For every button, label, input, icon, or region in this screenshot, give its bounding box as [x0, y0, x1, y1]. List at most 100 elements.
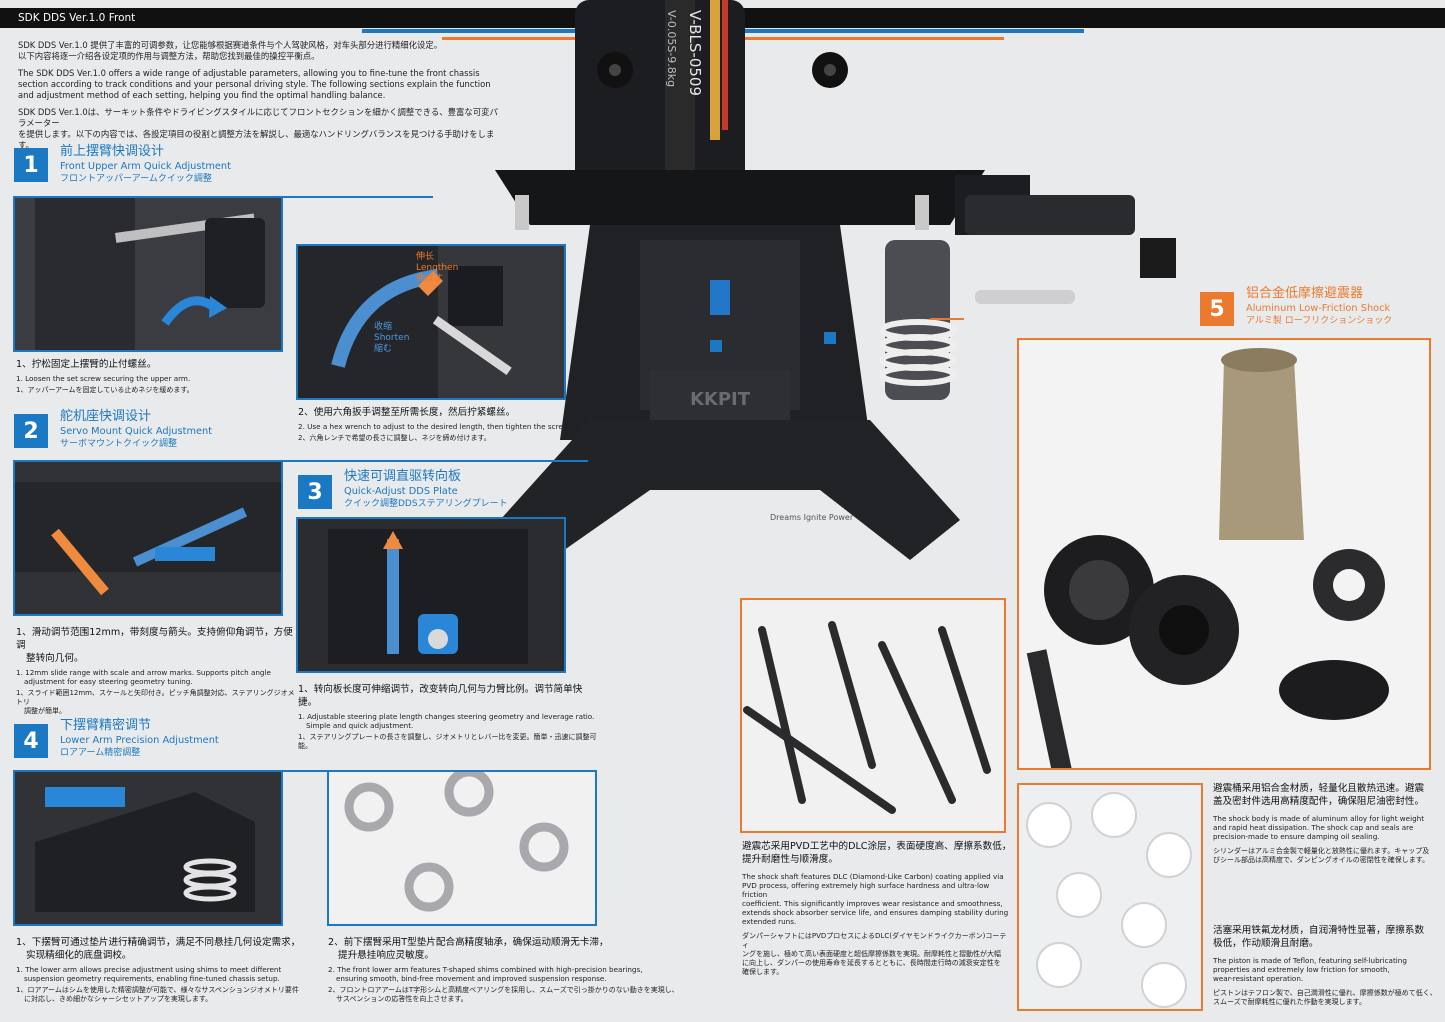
section-3-title-jp: クイック調整DDSステアリングプレート	[344, 499, 508, 509]
section-4-title-zh: 下摆臂精密调节	[60, 718, 152, 733]
intro-en-line2: section according to track conditions an…	[18, 79, 491, 89]
intro-zh-line1: SDK DDS Ver.1.0 提供了丰富的可调参数，让您能够根据赛道条件与个人…	[18, 40, 443, 50]
caption-en: 1. Adjustable steering plate length chan…	[298, 712, 595, 721]
section-3-heading: 快速可调直驱转向板 Quick-Adjust DDS Plate クイック調整D…	[344, 469, 508, 511]
caption-zh: 极低，作动顺滑且耐磨。	[1213, 938, 1319, 949]
section-2-caption: 1、滑动调节范围12mm，带刻度与箭头。支持俯仰角调节，方便调 整转向几何。 1…	[16, 626, 296, 716]
shorten-jp: 縮む	[374, 344, 393, 354]
section-3-caption: 1、转向板长度可伸缩调节，改变转向几何与力臂比例。调节简单快捷。 1. Adju…	[298, 683, 598, 751]
section-1-heading: 前上摆臂快调设计 Front Upper Arm Quick Adjustmen…	[60, 144, 231, 186]
shock-body-caption: 避震桶采用铝合金材质，轻量化且散热迅速。避震 盖及密封件选用高精度配件，确保阻尼…	[1213, 782, 1441, 865]
section-4-heading: 下摆臂精密调节 Lower Arm Precision Adjustment ロ…	[60, 718, 219, 760]
caption-zh: 1、下摆臂可通过垫片进行精确调节，满足不同悬挂几何设定需求，	[16, 937, 301, 948]
caption-en: PVD process, offering extremely high sur…	[742, 881, 990, 899]
caption-jp: に向上し、ダンパーの使用寿命を延長するとともに、長時間走行時の減衰安定性を	[742, 959, 1001, 967]
section-1-number: 1	[14, 148, 48, 182]
caption-en: wear-resistant operation.	[1213, 974, 1304, 983]
section-4-photo-1	[13, 770, 283, 926]
arm-stopper	[1140, 238, 1176, 278]
caption-jp: サスペンションの応答性を向上させます。	[336, 995, 468, 1003]
section-1-title-zh: 前上摆臂快调设计	[60, 144, 165, 159]
caption-zh: 实现精细化的底盘调校。	[26, 950, 132, 961]
lengthen-jp: 伸ばす	[416, 274, 444, 284]
section-2-heading: 舵机座快调设计 Servo Mount Quick Adjustment サーボ…	[60, 409, 212, 451]
section-3-title-zh: 快速可调直驱转向板	[344, 469, 462, 484]
caption-en: precision-made to ensure damping oil sea…	[1213, 832, 1380, 841]
caption-jp: びシール部品は高精度で、ダンピングオイルの密閉性を確保します。	[1213, 856, 1430, 864]
caption-jp: 1、スライド範囲12mm、スケールと矢印付き。ピッチ角調整対応、ステアリングジオ…	[16, 689, 295, 706]
bulkhead-logo: KKPIT	[690, 389, 751, 410]
caption-jp: ングを施し、極めて高い表面硬度と超低摩擦係数を実現。耐摩耗性と摺動性が大幅	[742, 950, 1001, 958]
lengthen-zh: 伸长	[416, 252, 435, 262]
caption-en: adjustment for easy steering geometry tu…	[24, 677, 193, 686]
right-upper-arm	[965, 195, 1135, 235]
section-2-title-en: Servo Mount Quick Adjustment	[60, 426, 213, 437]
caption-en: 1. Loosen the set screw securing the upp…	[16, 374, 191, 383]
section-2-title-jp: サーボマウントクイック調整	[60, 439, 178, 449]
section-4-number: 4	[14, 724, 48, 758]
caption-jp: 確保します。	[742, 968, 784, 976]
section-5-heading: 铝合金低摩擦避震器 Aluminum Low-Friction Shock アル…	[1246, 286, 1392, 328]
caption-en: 2. The front lower arm features T-shaped…	[328, 965, 643, 974]
intro-en: The SDK DDS Ver.1.0 offers a wide range …	[18, 68, 498, 101]
section-4-caption-1: 1、下摆臂可通过垫片进行精确调节，满足不同悬挂几何设定需求， 实现精细化的底盘调…	[16, 936, 316, 1004]
tie-rod	[975, 290, 1075, 304]
caption-en: and rapid heat dissipation. The shock ca…	[1213, 823, 1414, 832]
shorten-zh: 收缩	[374, 322, 393, 332]
plate-slogan: Dreams Ignite Power	[770, 513, 854, 522]
caption-zh: 避震桶采用铝合金材质，轻量化且散热迅速。避震	[1213, 783, 1425, 794]
caption-en: ensuring smooth, bind-free movement and …	[336, 974, 607, 983]
section-4-title-jp: ロアアーム精密調整	[60, 748, 141, 758]
caption-jp: 調整が簡単。	[24, 707, 66, 715]
piston-caption: 活塞采用铁氟龙材质，自润滑特性显著，摩擦系数 极低，作动顺滑且耐磨。 The p…	[1213, 924, 1441, 1007]
caption-en: 1. The lower arm allows precise adjustme…	[16, 965, 282, 974]
intro-zh-line2: 以下内容将逐一介绍各设定项的作用与调整方法，帮助您找到最佳的操控平衡点。	[18, 51, 320, 61]
connector-line	[283, 770, 327, 772]
section-3-title-en: Quick-Adjust DDS Plate	[344, 486, 458, 497]
caption-zh: 1、转向板长度可伸缩调节，改变转向几何与力臂比例。调节简单快捷。	[298, 684, 583, 708]
section-1-photo-1	[13, 196, 283, 352]
intro-jp-line1: SDK DDS Ver.1.0は、サーキット条件やドライビングスタイルに応じてフ…	[18, 107, 498, 128]
section-3-photo	[296, 517, 566, 673]
caption-jp: 1、ロアアームはシムを使用した精密調整が可能で、様々なサスペンションジオメトリ要…	[16, 986, 299, 994]
caption-en: 2. Use a hex wrench to adjust to the des…	[298, 422, 571, 431]
caption-en: Simple and quick adjustment.	[306, 721, 414, 730]
caption-jp: 2、六角レンチで希望の長さに調整し、ネジを締め付けます。	[298, 434, 491, 442]
caption-jp: ダンパーシャフトにはPVDプロセスによるDLC(ダイヤモンドライクカーボン)コー…	[742, 932, 1007, 949]
caption-jp: 1、アッパーアームを固定している止めネジを緩めます。	[16, 386, 194, 394]
caption-zh: 1、拧松固定上摆臂的止付螺丝。	[16, 359, 157, 370]
intro-zh: SDK DDS Ver.1.0 提供了丰富的可调参数，让您能够根据赛道条件与个人…	[18, 40, 498, 62]
piston-photo	[1017, 783, 1203, 1011]
section-4-title-en: Lower Arm Precision Adjustment	[60, 735, 219, 746]
caption-zh: 2、前下摆臂采用T型垫片配合高精度轴承，确保运动顺滑无卡滞，	[328, 937, 609, 948]
caption-en: The piston is made of Teflon, featuring …	[1213, 956, 1407, 965]
section-3-number: 3	[298, 475, 332, 509]
caption-en: The shock shaft features DLC (Diamond-Li…	[742, 872, 1004, 881]
caption-jp: 1、ステアリングプレートの長さを調整し、ジオメトリとレバー比を変更。簡単・迅速に…	[298, 733, 597, 750]
section-5-title-jp: アルミ製 ローフリクションショック	[1246, 316, 1393, 326]
section-2-number: 2	[14, 414, 48, 448]
shorten-en: Shorten	[374, 333, 410, 343]
lengthen-en: Lengthen	[416, 263, 459, 273]
caption-zh: 2、使用六角扳手调整至所需长度，然后拧紧螺丝。	[298, 407, 516, 418]
caption-jp: に対応し、きめ細かなシャーシセットアップを実現します。	[24, 995, 213, 1003]
shaft-caption: 避震芯采用PVD工艺中的DLC涂层，表面硬度高、摩擦系数低， 提升耐磨性与顺滑度…	[742, 840, 1012, 977]
page-title: SDK DDS Ver.1.0 Front	[18, 12, 136, 24]
caption-en: coefficient. This significantly improves…	[742, 899, 1003, 908]
section-1-title-jp: フロントアッパーアームクイック調整	[60, 174, 212, 184]
caption-en: properties and extremely low friction fo…	[1213, 965, 1390, 974]
section-2-photo	[13, 460, 283, 616]
section-2-title-zh: 舵机座快调设计	[60, 409, 152, 424]
chassis-illustration: V-BLS-0509 V-0.05S-9.8kg KKPIT Dreams Ig…	[495, 0, 1040, 560]
intro-jp: SDK DDS Ver.1.0は、サーキット条件やドライビングスタイルに応じてフ…	[18, 107, 498, 151]
caption-en: extended runs.	[742, 917, 797, 926]
intro-en-line1: The SDK DDS Ver.1.0 offers a wide range …	[18, 68, 480, 78]
intro-en-line3: and adjustment method of each setting, h…	[18, 90, 386, 100]
caption-zh: 盖及密封件选用高精度配件，确保阻尼油密封性。	[1213, 796, 1425, 807]
connector-line	[283, 196, 433, 198]
caption-jp: 2、フロントロアアームはT字形シムと高精度ベアリングを採用し、スムーズで引っ掛か…	[328, 986, 679, 994]
section-4-photo-2	[327, 770, 597, 926]
section-1-caption-1: 1、拧松固定上摆臂的止付螺丝。 1. Loosen the set screw …	[16, 358, 286, 395]
section-1-photo-2: 伸长 Lengthen 伸ばす 收缩 Shorten 縮む	[296, 244, 566, 400]
section-5-title-en: Aluminum Low-Friction Shock	[1246, 303, 1391, 314]
